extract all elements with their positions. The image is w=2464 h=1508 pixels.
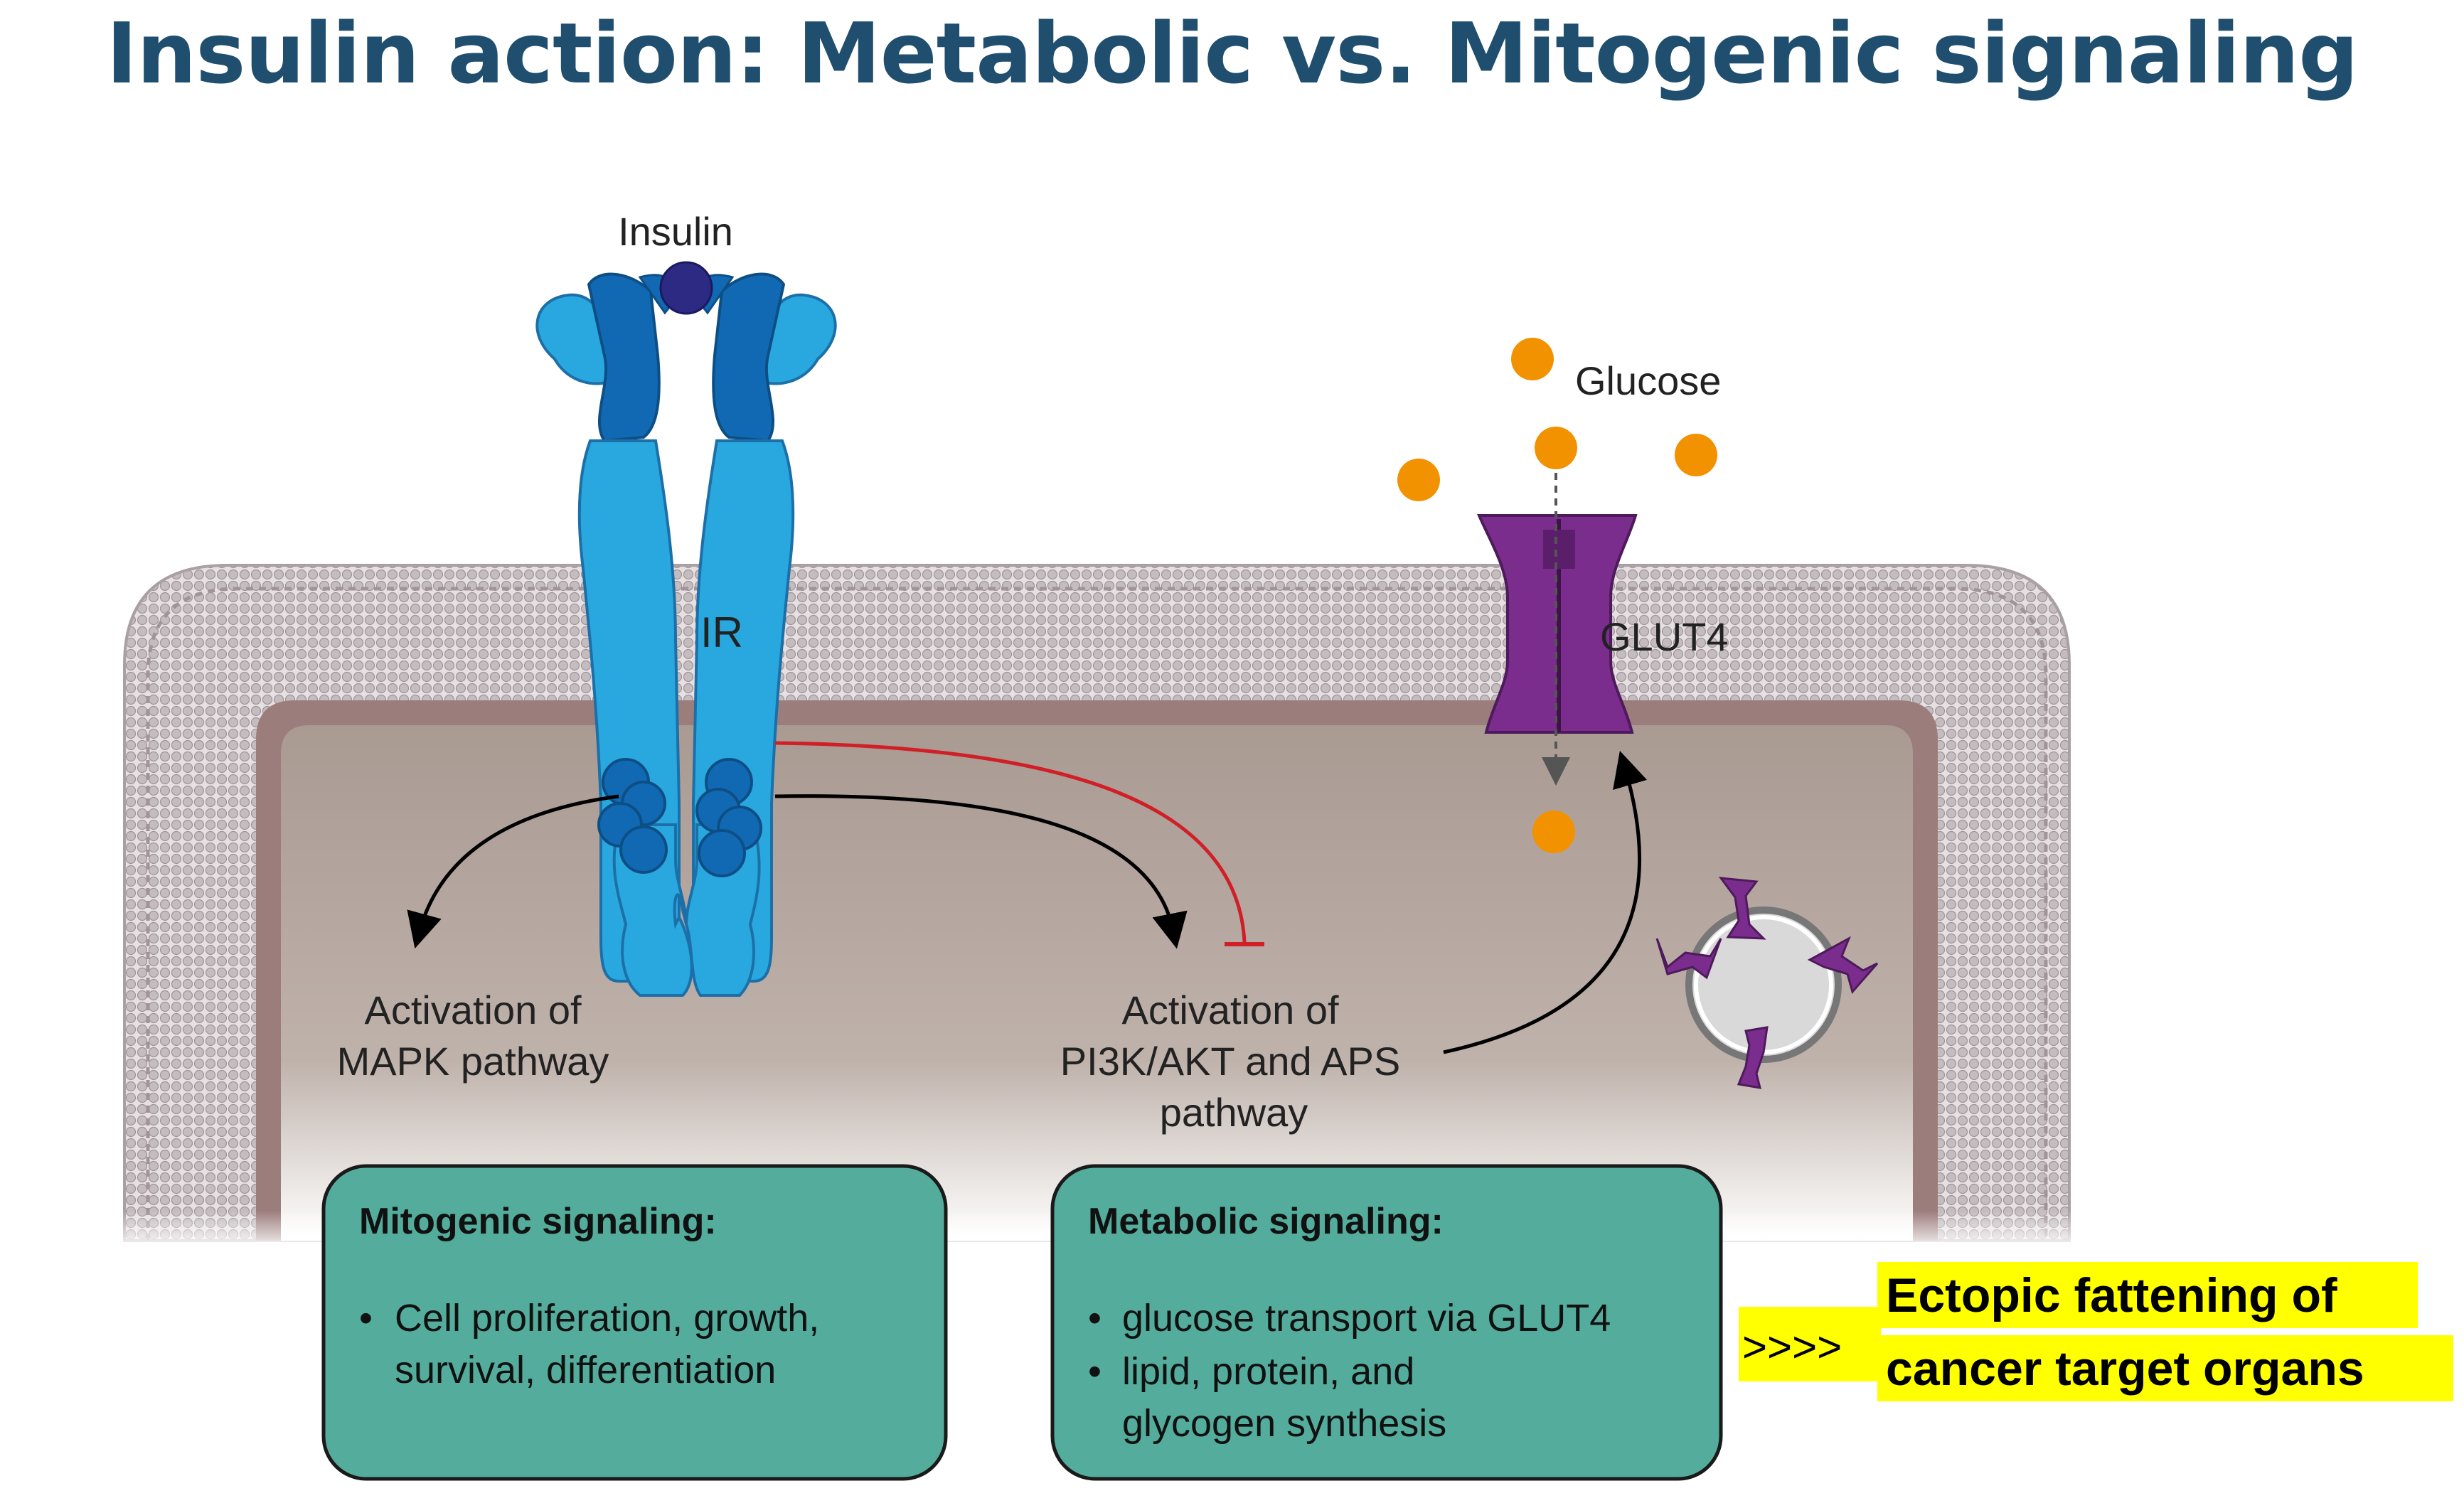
insulin-receptor — [535, 272, 837, 997]
signaling-arrows — [407, 741, 1648, 1054]
metabolic-signaling-box: Metabolic signaling: • glucose transport… — [1050, 1164, 1723, 1481]
callout-line1: Ectopic fattening of — [1886, 1268, 2337, 1322]
mapk-arrow — [407, 794, 619, 949]
metabolic-item2-line2: glycogen synthesis — [1122, 1402, 1446, 1445]
glut4-translocation-arrow — [1443, 751, 1648, 1054]
pi3k-label-line2: PI3K/AKT and APS — [1060, 1039, 1400, 1084]
mitogenic-heading: Mitogenic signaling: — [359, 1201, 717, 1242]
glut4-transporter — [1476, 514, 1638, 734]
inhibition-line — [774, 741, 1247, 943]
pi3k-label-line3: pathway — [1160, 1090, 1308, 1135]
mapk-label-line1: Activation of — [364, 988, 581, 1032]
glut4-vesicle — [1655, 877, 1879, 1089]
ectopic-fattening-callout: >>>> Ectopic fattening of cancer target … — [1739, 1262, 2453, 1401]
metabolic-bullet-1: • — [1088, 1297, 1102, 1339]
metabolic-heading: Metabolic signaling: — [1088, 1201, 1444, 1242]
callout-line2: cancer target organs — [1886, 1342, 2364, 1396]
mitogenic-line1: Cell proliferation, growth, — [395, 1297, 819, 1339]
metabolic-item2-line1: lipid, protein, and — [1122, 1350, 1414, 1393]
ir-label: IR — [700, 609, 743, 656]
mitogenic-bullet: • — [359, 1297, 373, 1339]
metabolic-bullet-2: • — [1088, 1350, 1102, 1393]
metabolic-item1: glucose transport via GLUT4 — [1122, 1297, 1611, 1339]
mitogenic-signaling-box: Mitogenic signaling: • Cell proliferatio… — [321, 1164, 948, 1481]
glucose-molecules — [1397, 338, 1717, 853]
glucose-label: Glucose — [1575, 358, 1721, 403]
mitogenic-line2: survival, differentiation — [395, 1349, 776, 1391]
callout-arrows: >>>> — [1742, 1323, 1842, 1371]
insulin-label: Insulin — [618, 209, 733, 254]
insulin-molecule — [659, 261, 713, 315]
pi3k-label-line1: Activation of — [1121, 988, 1338, 1032]
glut4-label: GLUT4 — [1600, 614, 1729, 659]
mapk-label-line2: MAPK pathway — [337, 1039, 609, 1084]
page-title: Insulin action: Metabolic vs. Mitogenic … — [106, 4, 2358, 102]
pi3k-arrow — [774, 794, 1188, 949]
cell-membrane — [114, 564, 2084, 1251]
